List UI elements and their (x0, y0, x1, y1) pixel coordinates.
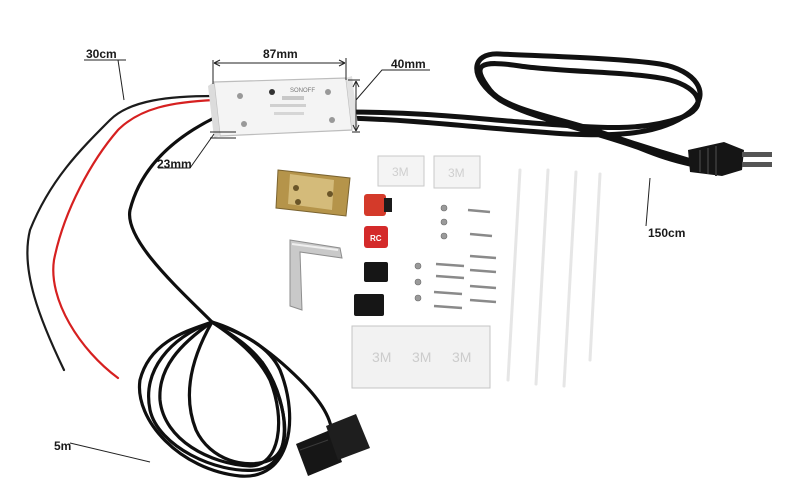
screw-set (414, 204, 497, 310)
power-plug (688, 142, 772, 176)
sensor-wire-length-label: 30cm (86, 47, 117, 61)
tape-mark-5: 3M (452, 349, 471, 365)
sensor-cable-coil (128, 116, 334, 478)
sensor-lead-length-label: 5m (54, 439, 72, 453)
hinge-bracket (275, 169, 351, 217)
dimension-depth-label: 40mm (391, 57, 426, 71)
module-brand-text: SONOFF (290, 88, 315, 94)
tape-mark-4: 3M (412, 349, 431, 365)
dimension-width-label: 87mm (263, 47, 298, 61)
cable-ties (506, 168, 602, 388)
tape-mark-3: 3M (372, 349, 391, 365)
tape-mark-1: 3M (392, 165, 409, 179)
l-bracket (289, 239, 343, 311)
power-cord-length-label: 150cm (648, 226, 686, 240)
remote-key-rc: RC (364, 226, 388, 248)
dimension-lines (69, 58, 651, 463)
dimension-height-label: 23mm (157, 157, 192, 171)
adhesive-tape-small-right: 3M (433, 155, 481, 189)
power-cord (341, 51, 703, 167)
adhesive-tape-large: 3M 3M 3M (351, 325, 491, 389)
adhesive-tape-small-left: 3M (377, 155, 425, 187)
remote-key-text: RC (370, 234, 382, 243)
magnetic-sensor (296, 414, 370, 476)
controller-module: SONOFF (208, 76, 358, 138)
tape-mark-2: 3M (448, 166, 465, 180)
sensor-wires (26, 94, 216, 380)
wire-clips (354, 262, 388, 316)
remote-key-red (364, 194, 392, 216)
